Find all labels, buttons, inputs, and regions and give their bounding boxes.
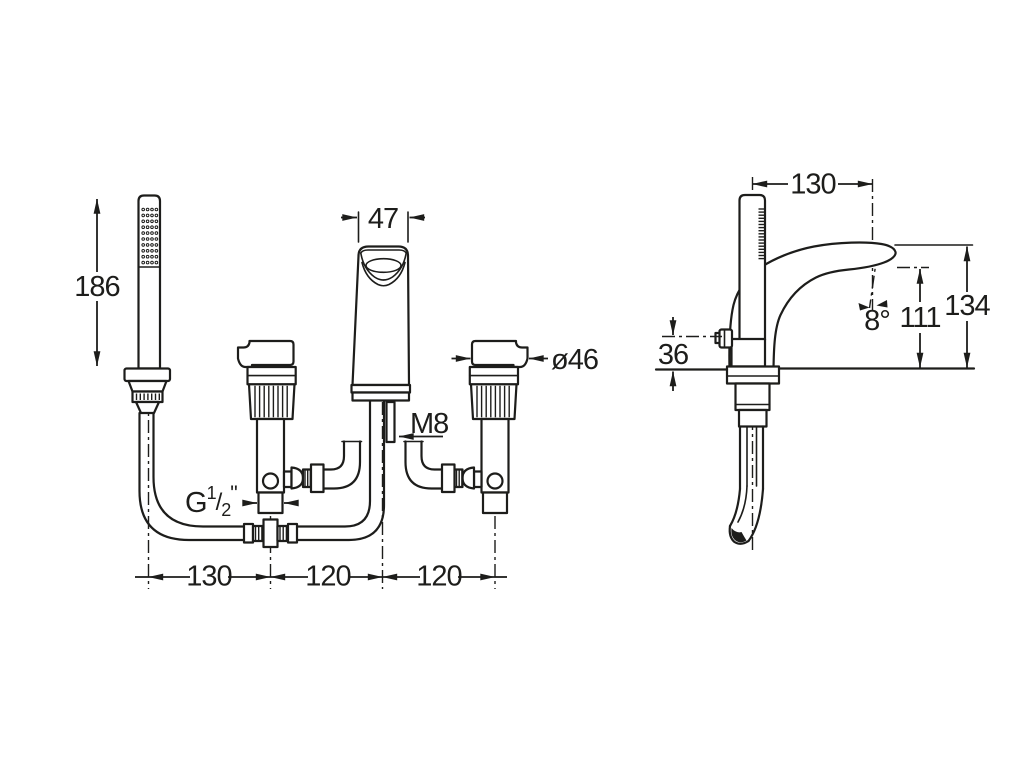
handshower-side-shaft xyxy=(738,193,767,342)
handshower-front xyxy=(123,194,246,542)
dim-fixing-stud: M8 xyxy=(398,408,449,440)
dim-hole-pitch-chain: 130 120 120 xyxy=(135,561,507,593)
dim-supply-thread-label: G1/2" xyxy=(185,482,237,520)
dim-spout-reach: 130 xyxy=(752,169,873,201)
right-valve-body xyxy=(480,417,510,494)
handshower-hose-outer xyxy=(138,411,246,542)
right-valve-coupling-nut xyxy=(440,463,456,494)
side-hose-tip-shade xyxy=(731,528,747,543)
side-shank xyxy=(734,382,771,412)
dim-pitch-120b-label: 120 xyxy=(416,561,461,593)
right-valve-supply-nipple xyxy=(481,491,509,515)
left-valve-supply-nipple xyxy=(257,491,284,515)
bottom-hose-coupling xyxy=(242,518,299,549)
spout-front xyxy=(350,245,412,444)
side-diverter-lever xyxy=(718,328,734,349)
dim-fixing-stud-label: M8 xyxy=(410,408,448,440)
handshower-holder-flange xyxy=(123,367,172,383)
right-valve-hose-inner xyxy=(420,440,444,471)
dim-outlet-angle: 8° xyxy=(858,300,891,337)
coupling-ribs xyxy=(279,526,288,541)
side-shank-step xyxy=(737,408,768,428)
dim-spout-reach-label: 130 xyxy=(790,169,835,201)
right-valve-port-screw xyxy=(486,472,504,490)
dim-total-height: 134 xyxy=(894,244,992,368)
spout-inner-rim xyxy=(360,249,407,254)
handshower-holder-taper xyxy=(134,400,161,415)
left-valve-port-stub xyxy=(282,470,293,489)
left-valve-coupling-dome xyxy=(290,466,305,490)
dim-outlet-angle-label: 8° xyxy=(864,305,890,337)
handshower-spray-dots xyxy=(141,207,159,265)
dim-pitch-130-label: 130 xyxy=(186,561,231,593)
side-hose-tip-cap xyxy=(728,524,750,545)
right-valve-handle xyxy=(470,339,529,369)
spout-base-ring-1 xyxy=(350,383,412,394)
dim-pitch-120a-label: 120 xyxy=(305,561,350,593)
dim-valve-diameter: ø46 xyxy=(451,344,599,376)
handshower-ring-knurl xyxy=(135,393,161,400)
dim-outlet-height: 111 xyxy=(897,266,942,368)
dim-lever-height-label: 36 xyxy=(658,339,688,371)
handshower-hose-inner xyxy=(152,411,246,528)
right-valve-knurl-ticks xyxy=(476,385,510,418)
right-valve-port-stub xyxy=(472,470,483,489)
coupling-ribs xyxy=(455,469,463,487)
dim-supply-thread: G1/2" xyxy=(185,482,299,520)
side-view: 130 8° 111 134 36 xyxy=(654,169,992,552)
left-valve-port-screw xyxy=(261,472,280,490)
dim-valve-diameter-label: ø46 xyxy=(551,344,598,376)
spout-outlet-window xyxy=(365,257,402,274)
left-valve-hose-outer xyxy=(322,440,362,490)
left-valve-handle xyxy=(236,339,295,369)
side-hose-hook-right xyxy=(747,487,765,543)
spout-base-ring-2 xyxy=(351,391,411,402)
left-valve-front xyxy=(236,339,363,515)
bottom-hose-outer xyxy=(295,399,386,542)
right-valve-hose-outer xyxy=(404,440,444,490)
spout-recess-lower xyxy=(361,261,406,287)
handshower-holder-cone xyxy=(127,379,168,393)
coupling-ribs xyxy=(254,526,263,541)
shaft-knurl-ticks xyxy=(758,208,764,260)
side-base-panel xyxy=(730,337,767,368)
spout-fixing-stud xyxy=(385,400,396,444)
left-valve-body xyxy=(255,417,286,494)
dim-spout-width: 47 xyxy=(341,203,425,243)
bottom-hose-inner xyxy=(295,399,372,528)
side-hose-hook-left xyxy=(728,487,742,528)
front-view: 186 47 ø46 M8 G1/2" xyxy=(74,194,599,593)
dim-outlet-height-label: 111 xyxy=(899,302,940,334)
left-valve-coupling-nut xyxy=(309,463,325,494)
right-valve-front xyxy=(403,339,529,515)
side-deck-collar xyxy=(725,365,781,385)
left-valve-hose-inner xyxy=(322,440,346,471)
side-hose-hook-inner xyxy=(737,485,748,523)
dim-handshower-height-label: 186 xyxy=(74,271,119,303)
faucet-side xyxy=(654,193,976,545)
dim-spout-width-label: 47 xyxy=(368,203,398,235)
right-valve-coupling-dome xyxy=(461,466,476,490)
dim-handshower-height: 186 xyxy=(74,198,121,367)
dim-lever-height: 36 xyxy=(658,317,722,391)
left-valve-knurl-ticks xyxy=(254,385,288,418)
dim-total-height-label: 134 xyxy=(944,290,990,322)
